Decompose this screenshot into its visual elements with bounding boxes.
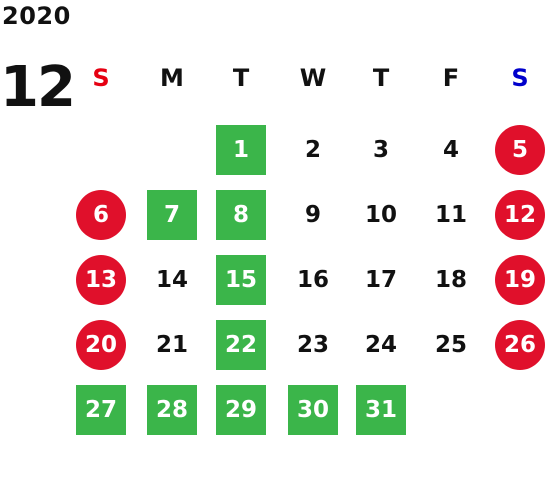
- day-12[interactable]: 12: [495, 190, 545, 240]
- day-25[interactable]: 25: [434, 332, 467, 358]
- month-number: 12: [0, 55, 76, 120]
- day-8[interactable]: 8: [216, 190, 266, 240]
- day-18[interactable]: 18: [434, 267, 467, 293]
- day-4[interactable]: 4: [442, 137, 459, 163]
- day-29[interactable]: 29: [216, 385, 266, 435]
- day-20[interactable]: 20: [76, 320, 126, 370]
- day-5[interactable]: 5: [495, 125, 545, 175]
- day-9[interactable]: 9: [304, 202, 321, 228]
- weekday-header-monday: M: [160, 64, 184, 92]
- weekday-header-thursday: T: [372, 64, 390, 92]
- day-23[interactable]: 23: [296, 332, 329, 358]
- day-2[interactable]: 2: [304, 137, 321, 163]
- day-3[interactable]: 3: [372, 137, 389, 163]
- day-14[interactable]: 14: [155, 267, 188, 293]
- weekday-header-sunday: S: [92, 64, 110, 92]
- day-16[interactable]: 16: [296, 267, 329, 293]
- day-17[interactable]: 17: [364, 267, 397, 293]
- weekday-header-tuesday: T: [232, 64, 250, 92]
- day-19[interactable]: 19: [495, 255, 545, 305]
- day-30[interactable]: 30: [288, 385, 338, 435]
- day-22[interactable]: 22: [216, 320, 266, 370]
- weekday-header-wednesday: W: [299, 64, 327, 92]
- day-11[interactable]: 11: [434, 202, 467, 228]
- day-1[interactable]: 1: [216, 125, 266, 175]
- day-7[interactable]: 7: [147, 190, 197, 240]
- year-label: 2020: [2, 2, 71, 30]
- day-6[interactable]: 6: [76, 190, 126, 240]
- weekday-header-friday: F: [442, 64, 460, 92]
- day-15[interactable]: 15: [216, 255, 266, 305]
- day-26[interactable]: 26: [495, 320, 545, 370]
- day-21[interactable]: 21: [155, 332, 188, 358]
- day-13[interactable]: 13: [76, 255, 126, 305]
- day-28[interactable]: 28: [147, 385, 197, 435]
- weekday-header-saturday: S: [511, 64, 529, 92]
- day-10[interactable]: 10: [364, 202, 397, 228]
- day-31[interactable]: 31: [356, 385, 406, 435]
- day-27[interactable]: 27: [76, 385, 126, 435]
- day-24[interactable]: 24: [364, 332, 397, 358]
